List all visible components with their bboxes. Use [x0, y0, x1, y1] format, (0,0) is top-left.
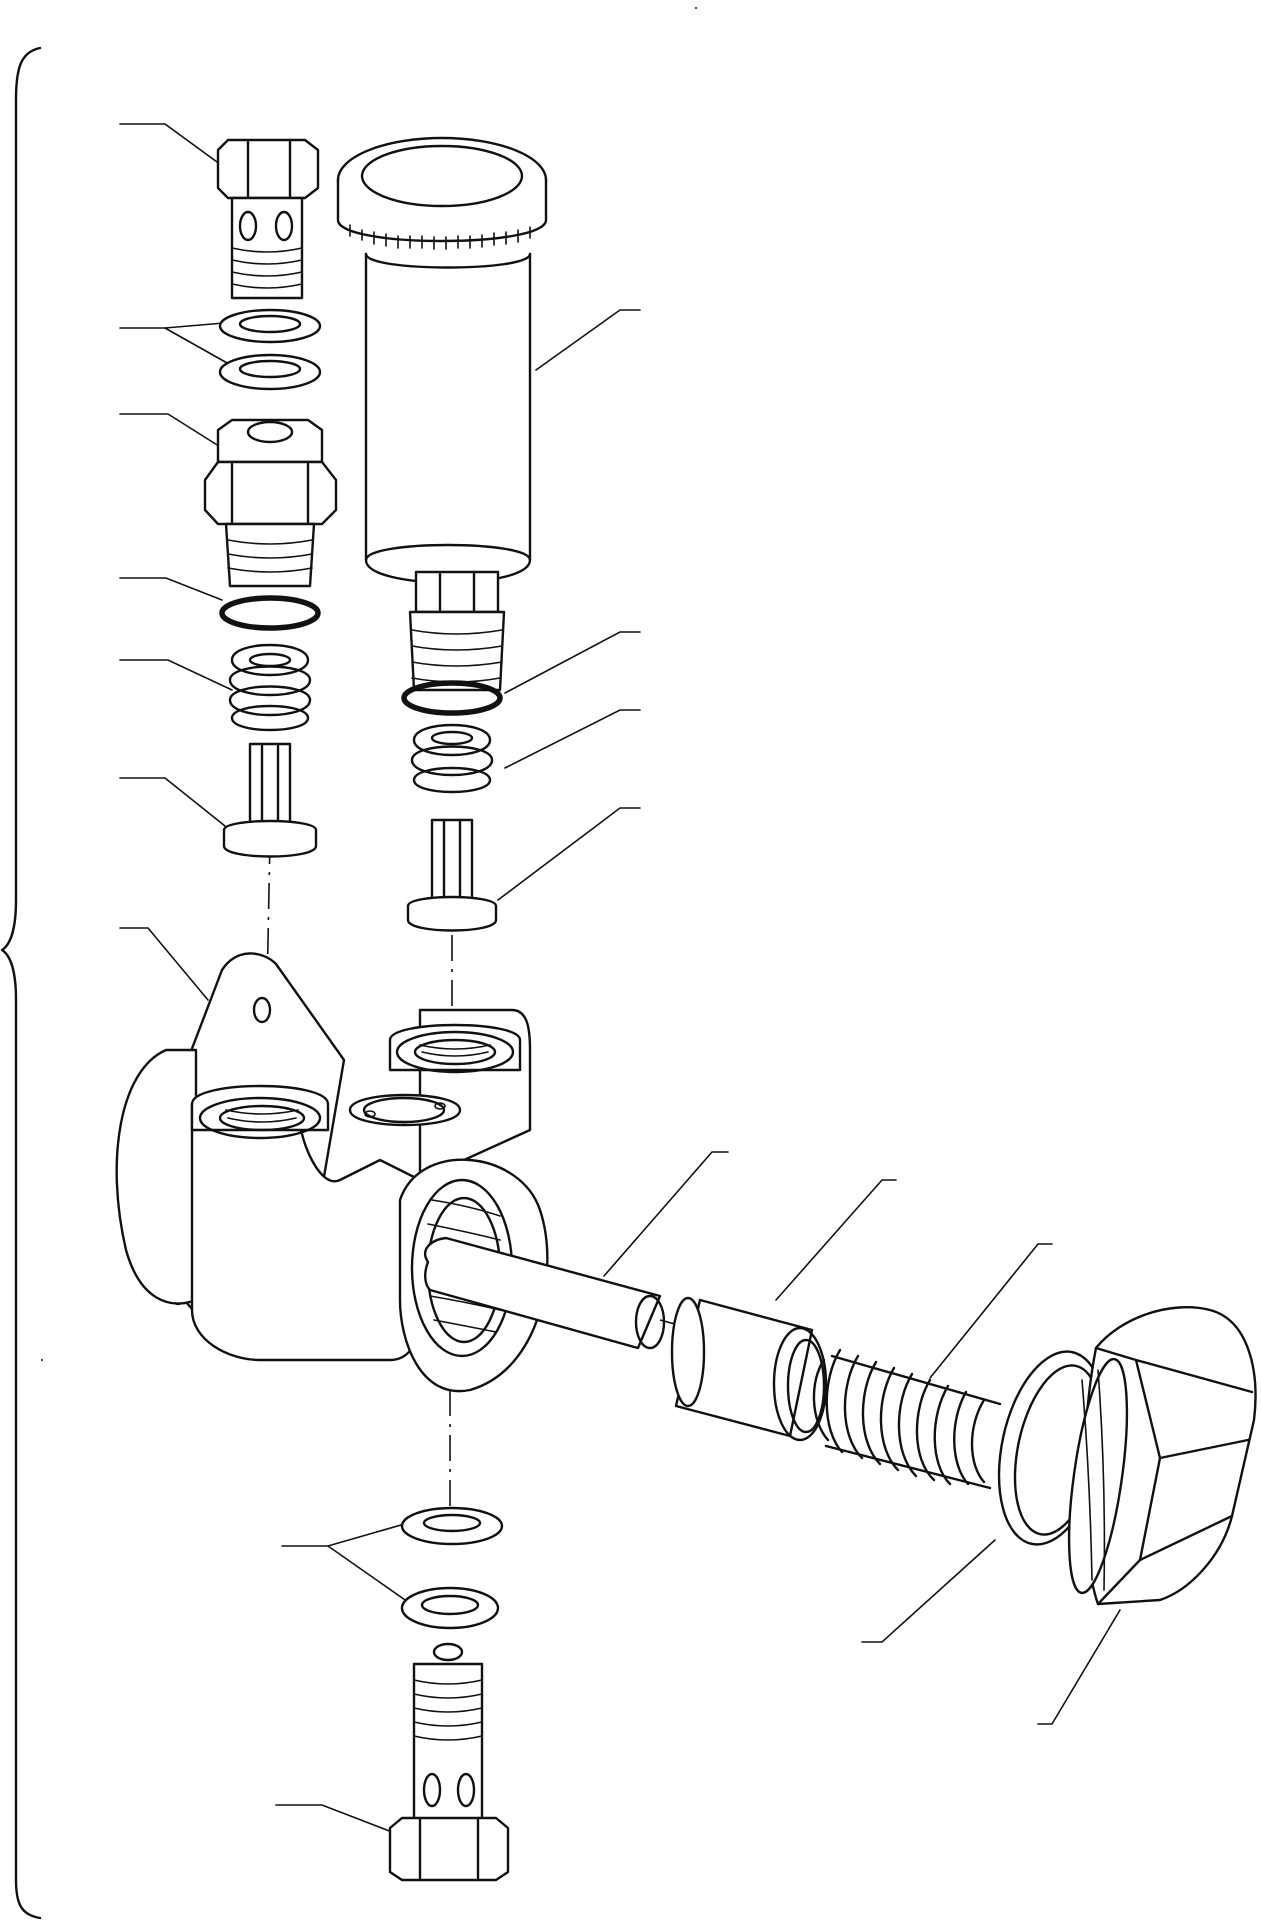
- leader-spring-left: [119, 659, 233, 691]
- o-ring-right: [401, 680, 503, 716]
- leader-outlet-fitting: [119, 413, 223, 449]
- leader-check-valve-left: [119, 777, 231, 831]
- leader-washers-top-a: [119, 321, 237, 329]
- check-valve-left: [222, 742, 318, 858]
- spring-left: [228, 643, 312, 732]
- stray-mark: [695, 7, 697, 9]
- banjo-bolt-bottom: [388, 1642, 510, 1882]
- outlet-fitting: [203, 418, 338, 588]
- leader-spring-right: [504, 709, 641, 769]
- priming-pump: [336, 136, 548, 692]
- washers-top: [218, 308, 322, 391]
- callout-leaders: [119, 123, 1121, 1833]
- leader-washers-top-b: [164, 327, 237, 369]
- leader-pump-body: [119, 927, 209, 1001]
- assembly-brace: [0, 46, 42, 1920]
- plug: [1067, 1306, 1257, 1606]
- leader-push-rod: [603, 1151, 729, 1277]
- piston-spring: [812, 1348, 1002, 1490]
- leader-gasket-large: [861, 1539, 996, 1643]
- leader-washers-bottom-a: [281, 1522, 409, 1547]
- leader-piston: [775, 1179, 897, 1301]
- leader-plug: [1037, 1609, 1121, 1725]
- pump-body: [115, 952, 666, 1393]
- leader-banjo-bolt-top: [119, 123, 229, 171]
- piston: [670, 1296, 828, 1442]
- leader-o-ring-right: [504, 631, 641, 694]
- leader-banjo-bolt-bottom: [275, 1804, 393, 1833]
- leader-washers-bottom-b: [327, 1545, 409, 1603]
- leader-piston-spring: [929, 1243, 1053, 1379]
- leader-check-valve-right: [497, 807, 641, 901]
- leader-o-ring-left: [119, 577, 223, 601]
- leader-priming-pump: [535, 309, 641, 371]
- washers-bottom: [400, 1506, 504, 1630]
- stray-mark: [41, 1359, 43, 1361]
- check-valve-right: [406, 818, 498, 932]
- banjo-bolt-top: [216, 138, 320, 300]
- spring-right: [410, 723, 494, 794]
- o-ring-left: [219, 595, 321, 631]
